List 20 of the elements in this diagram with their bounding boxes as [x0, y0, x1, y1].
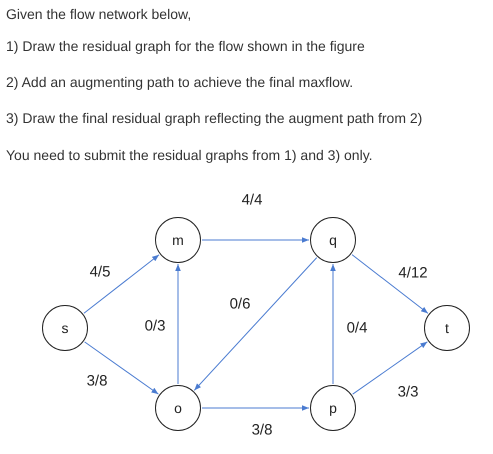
instruction-text: You need to submit the residual graphs from 1) and 3) only. — [6, 147, 373, 163]
flow-arrow — [194, 257, 318, 391]
flow-arrow — [352, 254, 428, 314]
flow-arrow — [84, 341, 159, 395]
vertex-circle: q — [310, 217, 356, 263]
intro-text: Given the flow network below, — [6, 6, 192, 22]
flow-arrow — [202, 237, 310, 243]
instruction-text: 2) Add an augmenting path to achieve the final maxflow. — [6, 74, 354, 90]
vertex-circle: m — [155, 217, 201, 263]
vertex-circle: s — [42, 305, 88, 351]
instruction-text: 3) Draw the final residual graph reflecting the augment path from 2) — [6, 110, 422, 126]
flow-arrow — [352, 341, 428, 395]
flow-arrow — [330, 264, 336, 384]
vertex-circle: o — [155, 385, 201, 431]
flow-arrow — [175, 264, 181, 384]
vertex-circle: p — [310, 385, 356, 431]
flow-arrow — [83, 254, 160, 314]
flow-arrow — [202, 405, 310, 411]
instruction-text: 1) Draw the residual graph for the flow shown in the figure — [6, 38, 365, 54]
vertex-circle: t — [424, 305, 470, 351]
